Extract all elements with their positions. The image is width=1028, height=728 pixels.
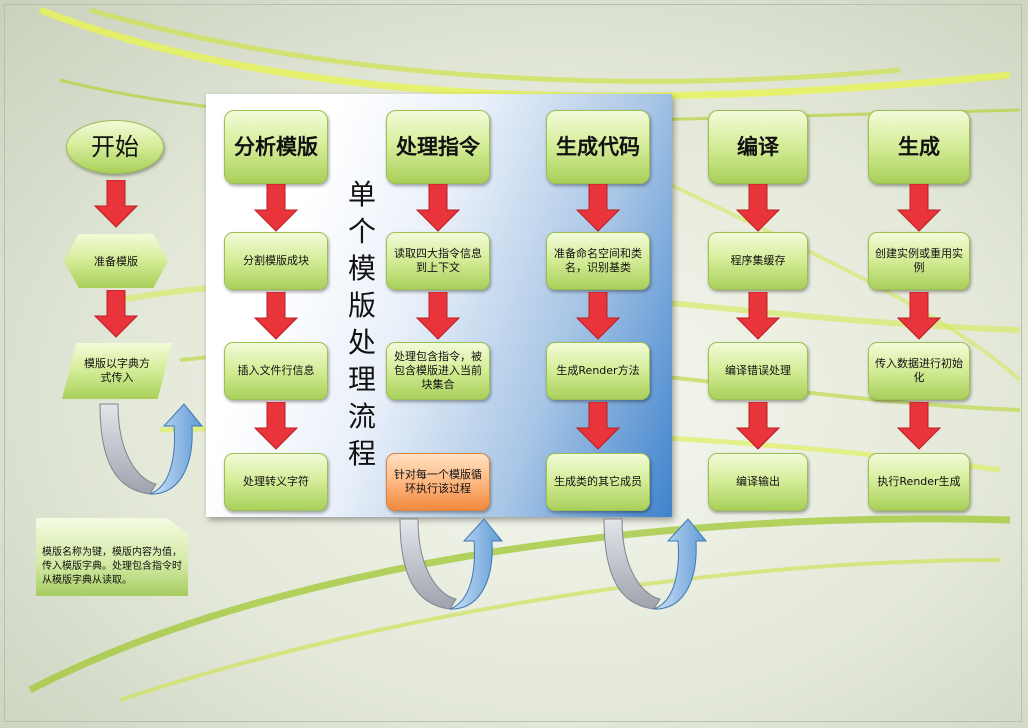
step-compile-errors: 编译错误处理 <box>708 342 808 400</box>
uturn-arrow-icon <box>603 518 708 610</box>
panel-title: 单个模版处理流程 <box>347 178 376 470</box>
uturn-arrow-icon <box>399 518 504 610</box>
down-arrow-icon <box>735 402 781 450</box>
step-include-directive: 处理包含指令，被包含模版进入当前块集合 <box>386 342 490 400</box>
down-arrow-icon <box>735 184 781 232</box>
step-render-method: 生成Render方法 <box>546 342 650 400</box>
step-escape-chars: 处理转义字符 <box>224 453 328 511</box>
step-insert-line-info: 插入文件行信息 <box>224 342 328 400</box>
down-arrow-icon <box>253 292 299 340</box>
column-head-codegen: 生成代码 <box>546 110 650 184</box>
down-arrow-icon <box>575 402 621 450</box>
prepare-template-node: 准备模版 <box>64 234 168 288</box>
step-namespace-classname: 准备命名空间和类名，识别基类 <box>546 232 650 290</box>
step-split-blocks: 分割模版成块 <box>224 232 328 290</box>
step-assembly-cache: 程序集缓存 <box>708 232 808 290</box>
step-render-generate: 执行Render生成 <box>868 453 970 511</box>
step-loop-each-template: 针对每一个模版循环执行该过程 <box>386 453 490 511</box>
column-head-analyze: 分析模版 <box>224 110 328 184</box>
step-compile-output: 编译输出 <box>708 453 808 511</box>
down-arrow-icon <box>253 402 299 450</box>
column-head-generate: 生成 <box>868 110 970 184</box>
step-init-data: 传入数据进行初始化 <box>868 342 970 400</box>
down-arrow-icon <box>415 292 461 340</box>
step-other-members: 生成类的其它成员 <box>546 453 650 511</box>
down-arrow-icon <box>253 184 299 232</box>
column-head-directive: 处理指令 <box>386 110 490 184</box>
down-arrow-icon <box>93 290 139 338</box>
down-arrow-icon <box>415 184 461 232</box>
down-arrow-icon <box>896 292 942 340</box>
down-arrow-icon <box>735 292 781 340</box>
down-arrow-icon <box>93 180 139 228</box>
uturn-arrow-icon <box>99 403 204 495</box>
start-node: 开始 <box>66 120 164 174</box>
note-callout: 模版名称为键，模版内容为值，传入模版字典。处理包含指令时从模版字典从读取。 <box>36 518 188 596</box>
column-head-compile: 编译 <box>708 110 808 184</box>
down-arrow-icon <box>575 184 621 232</box>
down-arrow-icon <box>896 184 942 232</box>
step-create-instance: 创建实例或重用实例 <box>868 232 970 290</box>
down-arrow-icon <box>575 292 621 340</box>
down-arrow-icon <box>896 402 942 450</box>
template-dictionary-input-node: 模版以字典方式传入 <box>62 343 172 399</box>
step-read-directives: 读取四大指令信息到上下文 <box>386 232 490 290</box>
